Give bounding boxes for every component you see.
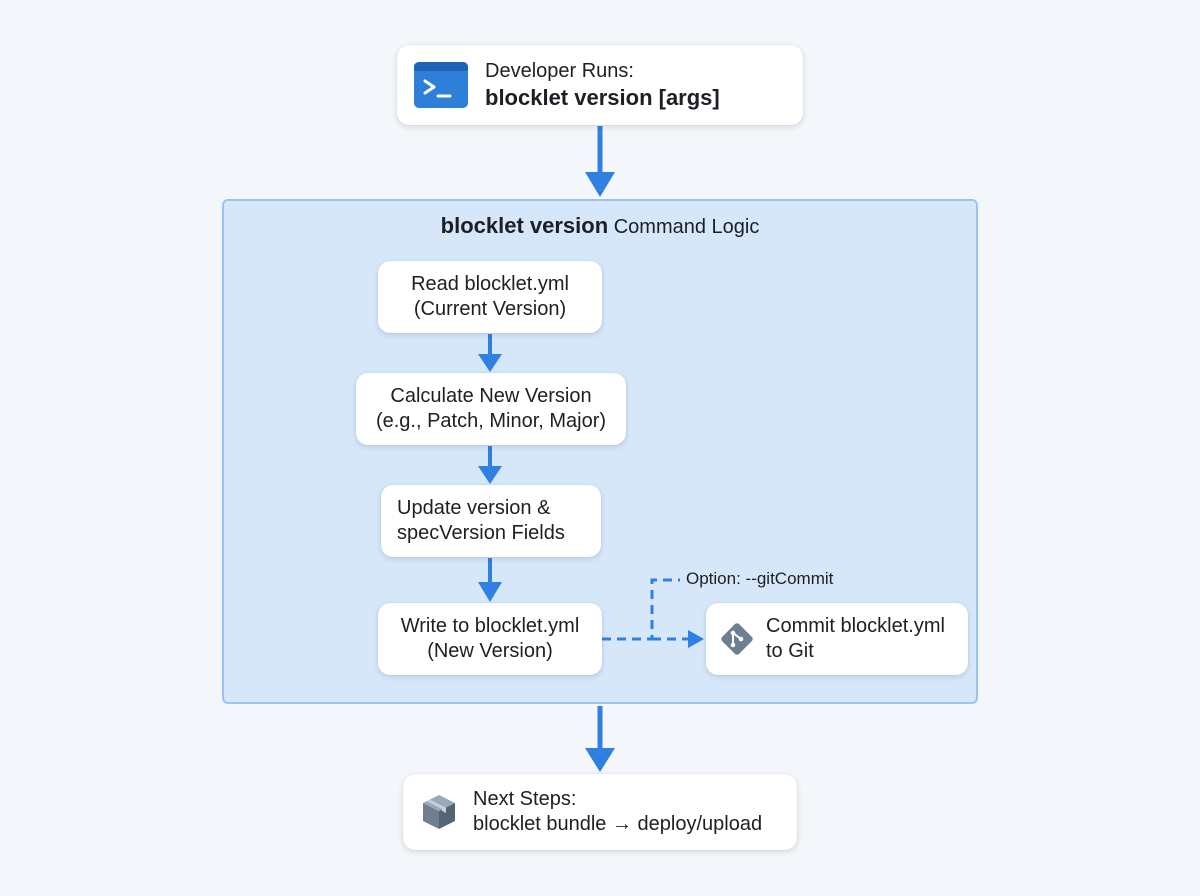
group-title-bold: blocklet version — [440, 213, 609, 238]
git-commit-option-label: Option: --gitCommit — [686, 569, 834, 588]
arrow-read-to-calculate — [478, 334, 502, 372]
read-blocklet-yml-node: Read blocklet.yml (Current Version) — [378, 261, 602, 333]
update-line1: Update version & — [397, 497, 551, 519]
arrow-update-to-write — [478, 558, 502, 602]
update-fields-node: Update version & specVersion Fields — [381, 485, 601, 557]
read-line1: Read blocklet.yml — [411, 273, 569, 295]
terminal-icon — [414, 62, 468, 108]
developer-runs-node: Developer Runs: blocklet version [args] — [397, 45, 803, 125]
arrow-developer-to-logic — [585, 126, 615, 197]
write-line2: (New Version) — [427, 640, 553, 662]
git-icon — [721, 623, 753, 655]
update-line2: specVersion Fields — [397, 522, 565, 544]
read-line2: (Current Version) — [413, 298, 567, 320]
package-box-icon — [423, 795, 455, 829]
commit-to-git-node: Commit blocklet.yml to Git — [706, 603, 968, 675]
arrow-logic-to-next — [585, 706, 615, 772]
next-steps-node: Next Steps: blocklet bundle → deploy/upl… — [403, 774, 797, 850]
calculate-line2: (e.g., Patch, Minor, Major) — [375, 410, 607, 432]
calculate-line1: Calculate New Version — [390, 385, 592, 407]
next-steps-label: Next Steps: — [473, 788, 577, 810]
next-steps-command: blocklet bundle → deploy/upload — [473, 813, 763, 835]
commit-line1: Commit blocklet.yml — [766, 615, 945, 637]
write-blocklet-yml-node: Write to blocklet.yml (New Version) — [378, 603, 602, 675]
arrow-write-to-commit-optional — [602, 578, 704, 648]
developer-runs-label: Developer Runs: — [485, 60, 634, 82]
group-title-rest: Command Logic — [608, 216, 760, 238]
calculate-version-node: Calculate New Version (e.g., Patch, Mino… — [356, 373, 626, 445]
developer-command: blocklet version [args] — [485, 85, 720, 110]
commit-line2: to Git — [766, 640, 814, 662]
arrow-calculate-to-update — [478, 446, 502, 484]
write-line1: Write to blocklet.yml — [400, 615, 580, 637]
group-title: blocklet version Command Logic — [222, 213, 978, 239]
